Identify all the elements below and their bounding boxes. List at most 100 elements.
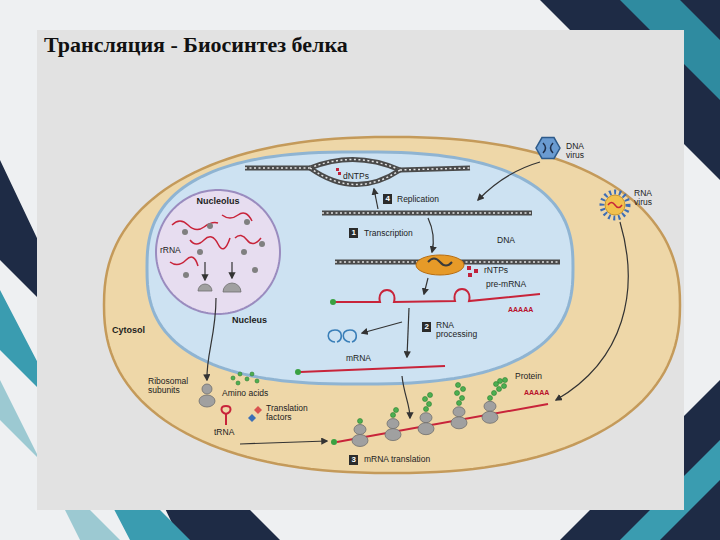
peptide-bead: [391, 413, 396, 418]
process-arrow: [362, 322, 402, 333]
supply-arrow: [240, 441, 327, 444]
ribosome-subunit: [223, 283, 241, 292]
rrna-strand: [235, 235, 261, 243]
export-arrow: [207, 298, 216, 380]
callout-number: 1: [349, 228, 358, 238]
peptide-bead: [457, 401, 462, 406]
dna-helix: [322, 212, 532, 214]
rrna-strand: [190, 237, 230, 249]
protein-bead: [502, 384, 507, 389]
ribosome: [420, 413, 432, 423]
ribosome: [482, 411, 498, 423]
peptide-bead: [424, 407, 429, 412]
replication-arrow: [374, 189, 378, 209]
callout-number: 2: [422, 322, 431, 332]
text-holder: AAAAA: [508, 306, 533, 314]
nucleotide: [336, 168, 339, 171]
protein-dot: [207, 223, 213, 229]
part-label: pre-mRNA: [486, 280, 526, 289]
protein-dot: [197, 249, 203, 255]
title-holder: Трансляция - Биосинтез белка: [44, 33, 348, 57]
intron-loop: [328, 330, 341, 342]
text-holder: Cytosol: [112, 326, 145, 336]
part-label: rRNA: [160, 246, 181, 255]
ribosome: [385, 429, 401, 441]
slide-title: Трансляция - Биосинтез белка: [44, 33, 348, 57]
text-holder: AAAAA: [524, 389, 549, 397]
text-holder: mRNA translation: [364, 455, 430, 464]
ribosome: [354, 425, 366, 435]
callout-number: 3: [349, 455, 358, 465]
text-holder: mRNA: [346, 354, 371, 363]
ribosome: [352, 435, 368, 447]
part-label: Ribosomal subunits: [148, 377, 200, 396]
peptide-bead: [460, 396, 465, 401]
mrna-strand: [300, 366, 445, 372]
text-holder: dNTPs: [343, 172, 369, 181]
region-label: Nucleolus: [196, 197, 239, 207]
slide-panel: [37, 30, 684, 510]
protein-dot: [183, 272, 189, 278]
region-label: Nucleus: [232, 316, 267, 326]
mrna-cap: [295, 369, 301, 375]
protein-dot: [241, 249, 247, 255]
callout-number: 4: [383, 194, 392, 204]
virus-genome: [608, 203, 622, 208]
text-holder: 3: [349, 455, 358, 465]
amino-acid: [231, 376, 235, 380]
amino-acid: [250, 372, 254, 376]
dna-strand: [310, 159, 400, 170]
part-label: Translation factors: [266, 404, 322, 423]
text-holder: RNA virus: [634, 189, 668, 208]
part-label: Protein: [515, 372, 542, 381]
part-label: mRNA translation: [364, 455, 430, 464]
text-holder: 2: [422, 322, 431, 332]
part-label: tRNA: [214, 428, 234, 437]
rna-virus-spikes: [602, 192, 628, 218]
ribosome: [453, 407, 465, 417]
part-label: dNTPs: [343, 172, 369, 181]
dna-strand: [310, 159, 400, 170]
rna-polymerase: [416, 255, 464, 275]
transcription-arrow: [428, 218, 433, 252]
nucleus-outline: [147, 152, 573, 384]
pre-mrna-strand: [335, 289, 540, 302]
nucleolus-region: Nucleolus rRNA: [154, 188, 282, 316]
amino-acid: [238, 372, 242, 376]
poly-a-label: AAAAA: [508, 306, 533, 314]
part-label: RNA processing: [436, 321, 486, 340]
cell-outline: [104, 137, 680, 473]
rna-virus-icon: [605, 195, 625, 215]
protein-dot: [182, 229, 188, 235]
assembly-arrow: [231, 262, 232, 278]
nucleotide: [338, 172, 341, 175]
text-holder: RNA processing: [436, 321, 486, 340]
nucleotide: [474, 269, 478, 273]
ribosome-subunit: [202, 384, 212, 394]
export-arrow: [402, 376, 410, 418]
protein-bead: [488, 396, 493, 401]
text-holder: rRNA: [160, 246, 181, 255]
text-holder: Amino acids: [222, 389, 268, 398]
dna-strand: [310, 168, 400, 185]
peptide-bead: [358, 419, 363, 424]
dna-helix: [400, 168, 470, 170]
text-holder: Nucleus: [232, 316, 267, 326]
peptide-bead: [461, 387, 466, 392]
text-holder: pre-mRNA: [486, 280, 526, 289]
translation-factor: [248, 414, 256, 422]
protein-dot: [252, 267, 258, 273]
ribosome: [418, 423, 434, 435]
trna-symbol: [222, 406, 231, 425]
nucleotide: [468, 273, 472, 277]
text-holder: Translation factors: [266, 404, 322, 423]
virus-genome: [543, 143, 553, 153]
text-holder: Nucleolus: [196, 197, 239, 207]
nucleolus-outline: [156, 190, 280, 314]
peptide-bead: [394, 408, 399, 413]
text-holder: Protein: [515, 372, 542, 381]
text-holder: Replication: [397, 195, 439, 204]
part-label: DNA virus: [566, 142, 600, 161]
amino-acid: [236, 381, 240, 385]
